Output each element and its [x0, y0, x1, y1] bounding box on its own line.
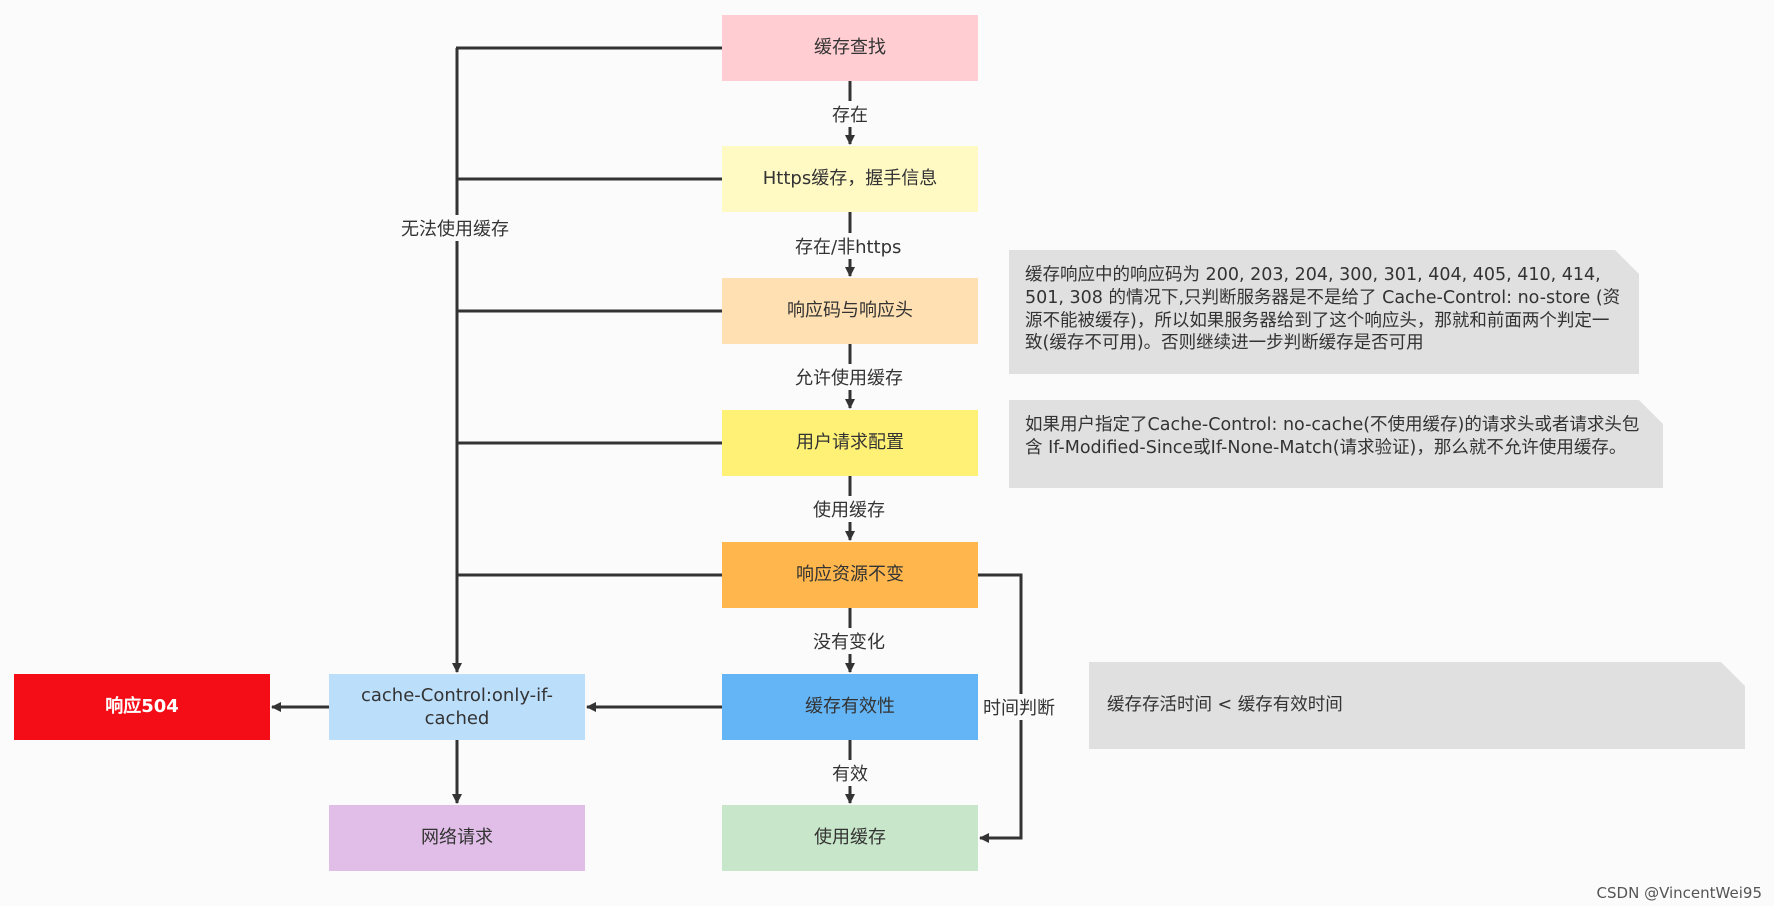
edge-label-exists: 存在 [830, 101, 870, 127]
edge-label-allow: 允许使用缓存 [793, 364, 905, 390]
note-user-config: 如果用户指定了Cache-Control: no-cache(不使用缓存)的请求… [1009, 400, 1663, 488]
node-use-cache: 使用缓存 [722, 805, 978, 871]
note-time-check: 缓存存活时间 < 缓存有效时间 [1089, 662, 1745, 749]
node-cache-validity: 缓存有效性 [722, 674, 978, 740]
node-https-cache: Https缓存，握手信息 [722, 146, 978, 212]
node-response-504: 响应504 [14, 674, 270, 740]
node-network-request: 网络请求 [329, 805, 585, 871]
watermark: CSDN @VincentWei95 [1596, 884, 1762, 902]
node-resource-unchanged: 响应资源不变 [722, 542, 978, 608]
edge-label-exists-nonhttps: 存在/非https [793, 233, 904, 259]
node-cache-lookup: 缓存查找 [722, 15, 978, 81]
edge-label-cannot-use: 无法使用缓存 [399, 215, 511, 241]
edge-label-valid: 有效 [830, 760, 870, 786]
edge-label-no-change: 没有变化 [811, 628, 887, 654]
edge-label-time: 时间判断 [981, 694, 1057, 720]
edge-label-use-cache: 使用缓存 [811, 496, 887, 522]
node-user-request-config: 用户请求配置 [722, 410, 978, 476]
note-response-code: 缓存响应中的响应码为 200, 203, 204, 300, 301, 404,… [1009, 250, 1639, 374]
node-only-if-cached: cache-Control:only-if-cached [329, 674, 585, 740]
node-response-code: 响应码与响应头 [722, 278, 978, 344]
